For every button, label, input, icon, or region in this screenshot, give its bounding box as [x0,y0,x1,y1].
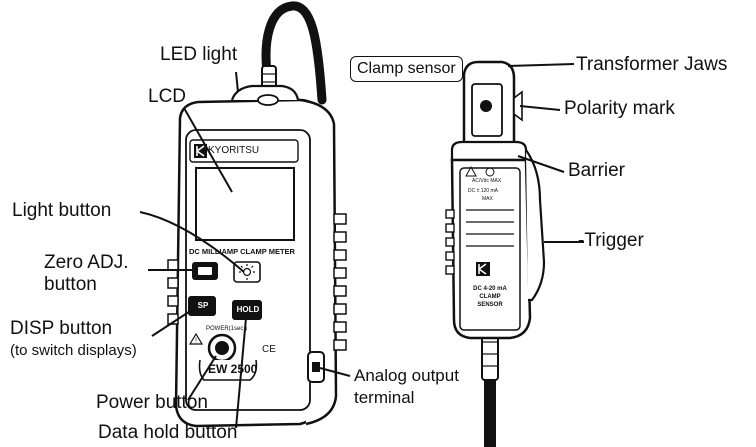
meter-left-ribs [167,259,179,325]
warning-icon [188,332,204,345]
callout-analog-line2: terminal [354,388,415,407]
led-light [257,94,279,106]
leader-lines [139,63,584,429]
trigger [525,149,546,302]
callout-disp-note: (to switch displays) [10,342,137,359]
hold-key-label: HOLD [236,305,260,314]
brand-strip [189,139,299,163]
sensor-rating-1: AC/Vdc MAX [472,178,502,184]
meter-panel-title: DC MILLIAMP CLAMP METER [189,247,295,256]
callout-power-button: Power button [96,392,208,413]
hold-button[interactable] [232,300,262,320]
callout-data-hold-button: Data hold button [98,422,238,443]
callout-polarity-mark: Polarity mark [564,98,675,119]
ce-mark: CE [262,344,276,355]
meter-brand: KYORITSU [208,145,260,156]
callout-trigger: -Trigger [578,230,644,251]
sensor-rating-2: DC ± 120 mA [468,188,498,194]
callout-analog-line1: Analog output [354,366,459,385]
sensor-name-3: SENSOR [477,302,503,308]
meter-side-ribs [333,213,347,351]
callout-clamp-sensor: Clamp sensor [350,56,463,82]
sensor-grip-ribs [445,209,455,275]
callout-light-button: Light button [12,200,112,221]
polarity-mark [513,90,523,122]
disp-key-label: SP [197,301,209,310]
callout-led-light: LED light [160,44,238,65]
callout-barrier: Barrier [568,160,626,181]
led-housing [230,84,300,101]
lcd-screen [195,167,295,241]
svg-text:!: ! [195,338,197,345]
disp-button[interactable] [188,296,216,316]
barrier [450,140,528,162]
meter-model: EW 2500 [208,362,258,376]
callout-transformer-jaws: Transformer Jaws [576,54,728,75]
sensor-kyoritsu-logo-icon [476,262,490,276]
callout-zero-adj-line1: Zero ADJ. [44,252,129,273]
sensor-rating-3: MAX [482,196,493,202]
jaw-opening [480,100,492,112]
callout-zero-adj-line2: button [44,274,97,295]
power-label: POWER(1sec.) [206,326,248,332]
sensor-warning-icon [465,165,477,177]
callout-lcd: LCD [148,86,187,107]
light-button[interactable] [233,261,261,283]
sensor-name-2: CLAMP [479,294,501,300]
callout-disp-button: DISP button [10,318,113,339]
meter-cable [261,1,327,105]
sensor-name-1: DC 4-20 mA [473,286,507,292]
